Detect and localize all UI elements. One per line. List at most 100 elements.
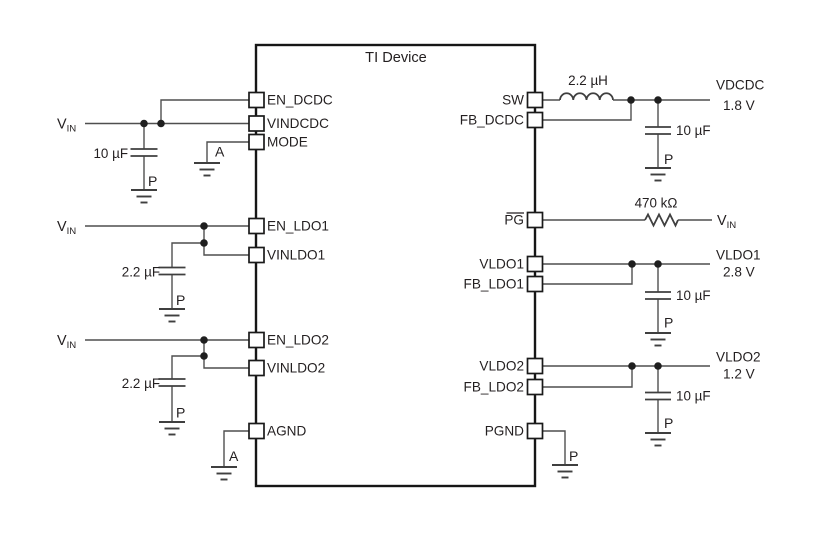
junction-dot: [628, 362, 636, 370]
vldo1-voltage: 2.8 V: [723, 265, 755, 280]
vin-labels: VIN VIN VIN VIN: [57, 117, 736, 352]
pin-label-vinldo2: VINLDO2: [267, 361, 325, 376]
wire-fbldo2: [542, 366, 633, 388]
wire-to-vinldo1: [203, 226, 249, 256]
pin-box-fb-dcdc: [526, 111, 544, 129]
device-outline: [254, 43, 537, 488]
pin-box-en-dcdc: [248, 91, 265, 109]
net-vldo1: [542, 263, 710, 347]
cap-in-ldo1-value: 2.2 µF: [122, 265, 160, 280]
cap-in-ldo2-value: 2.2 µF: [122, 376, 160, 391]
vldo2-name: VLDO2: [716, 350, 761, 365]
wire-fbdcdc: [542, 100, 632, 121]
pin-box-fb-ldo1: [526, 275, 544, 293]
junction-dot: [654, 362, 662, 370]
net-vinldo1: [85, 225, 249, 323]
component-labels: 10 µF 2.2 µF 2.2 µF 2.2 µH 470 kΩ 10 µF …: [93, 73, 710, 404]
capacitor-symbol: [645, 291, 671, 300]
junction-dot: [200, 336, 208, 344]
capacitor-symbol: [645, 391, 671, 401]
ground-symbol: [130, 189, 158, 204]
pins-right: SW FB_DCDC PG VLDO1 FB_LDO1 VLDO2 FB_LDO…: [460, 91, 544, 440]
wire-agnd-to-gnd: [223, 430, 249, 467]
pin-label-pg: PG: [504, 213, 524, 228]
gnd-label-p-in-ldo1: P: [176, 292, 185, 308]
cap-in-ldo1-leads: [171, 242, 204, 309]
net-agnd: [210, 430, 249, 481]
junction-dots: [140, 96, 662, 370]
vin-label-ldo1: VIN: [57, 219, 76, 237]
pin-label-fb-ldo2: FB_LDO2: [464, 380, 524, 395]
resistor-pg-value: 470 kΩ: [635, 196, 678, 211]
inductor-value: 2.2 µH: [568, 73, 608, 88]
pin-box-en-ldo1: [248, 217, 265, 235]
vin-label-dcdc: VIN: [57, 117, 76, 135]
vdcdc-voltage: 1.8 V: [723, 98, 755, 113]
vldo1-name: VLDO1: [716, 248, 761, 263]
cap-in-dcdc-value: 10 µF: [93, 146, 128, 161]
net-vinldo2: [85, 339, 249, 436]
pin-box-sw: [526, 91, 544, 109]
junction-dot: [140, 119, 148, 128]
vin-label-pg-pullup: VIN: [717, 213, 736, 231]
pin-label-vinldo1: VINLDO1: [267, 248, 325, 263]
gnd-label-p-out-dcdc: P: [664, 151, 673, 167]
ground-labels: P A P P A P P P P: [148, 144, 673, 465]
pin-box-vldo2: [526, 357, 544, 375]
pin-box-vldo1: [526, 255, 544, 273]
wire-mode-to-gnd: [206, 141, 249, 163]
wire-pgnd-to-gnd: [542, 430, 566, 465]
ground-symbol: [210, 466, 238, 481]
junction-dot: [628, 260, 636, 268]
ground-symbol: [158, 421, 186, 436]
vin-label-ldo2: VIN: [57, 333, 76, 351]
cap-out-dcdc-value: 10 µF: [676, 123, 711, 138]
pin-label-vldo2: VLDO2: [479, 359, 524, 374]
ground-symbol: [193, 162, 221, 177]
pin-box-pg: [526, 211, 544, 229]
resistor-symbol: [644, 212, 679, 228]
capacitor-symbol: [158, 266, 186, 276]
junction-dot: [627, 96, 635, 104]
gnd-label-p-out-ldo2: P: [664, 415, 673, 431]
pin-box-vinldo1: [248, 246, 265, 264]
pin-label-agnd: AGND: [267, 424, 306, 439]
capacitor-symbol: [130, 148, 158, 157]
pin-label-en-ldo1: EN_LDO1: [267, 219, 329, 234]
pin-label-vindcdc: VINDCDC: [267, 116, 329, 131]
net-pg: [542, 212, 712, 228]
gnd-label-p-out-ldo1: P: [664, 315, 673, 331]
wire-to-vinldo2: [203, 340, 249, 369]
gnd-label-p-in-ldo2: P: [176, 405, 185, 421]
junction-dot: [654, 96, 662, 104]
cap-out-ldo1-value: 10 µF: [676, 288, 711, 303]
cap-in-ldo2-leads: [171, 355, 204, 422]
gnd-label-p-pgnd: P: [569, 448, 578, 464]
output-labels: VDCDC 1.8 V VLDO1 2.8 V VLDO2 1.2 V: [716, 78, 765, 382]
net-pgnd: [542, 430, 579, 479]
capacitor-symbol: [645, 126, 671, 135]
pins-left: EN_DCDC VINDCDC MODE EN_LDO1 VINLDO1 EN_…: [248, 91, 333, 440]
pin-label-vldo1: VLDO1: [479, 257, 524, 272]
pin-label-en-ldo2: EN_LDO2: [267, 333, 329, 348]
junction-dot: [200, 239, 208, 247]
gnd-label-a-mode: A: [215, 144, 225, 160]
device-title: TI Device: [365, 50, 427, 66]
gnd-label-a-agnd: A: [229, 448, 239, 464]
pin-box-mode: [248, 133, 265, 151]
net-vldo2: [542, 365, 710, 447]
pin-label-mode: MODE: [267, 135, 308, 150]
pin-box-vinldo2: [248, 359, 265, 377]
pin-box-en-ldo2: [248, 331, 265, 349]
junction-dot: [200, 222, 208, 230]
ground-symbol: [158, 308, 186, 323]
ground-symbol: [644, 332, 672, 347]
inductor-symbol: [559, 92, 614, 101]
pin-label-fb-ldo1: FB_LDO1: [464, 277, 524, 292]
ground-symbol: [644, 167, 672, 182]
pin-box-fb-ldo2: [526, 378, 544, 396]
junction-dot: [200, 352, 208, 360]
junction-dot: [157, 119, 165, 128]
